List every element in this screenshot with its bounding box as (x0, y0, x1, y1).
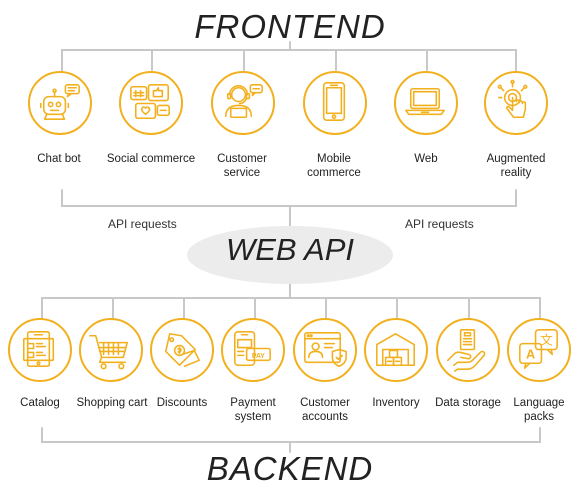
shopping-cart-node (79, 318, 143, 382)
web-api-title: WEB API (225, 232, 355, 267)
backend-title: BACKEND (206, 450, 374, 487)
discounts-label: Discounts (156, 397, 208, 409)
payment-system-node: PAY (221, 318, 285, 382)
frontend-title: FRONTEND (194, 8, 386, 45)
mobile-commerce-node (303, 71, 367, 135)
customer-accounts-node (293, 318, 357, 382)
web-label: Web (414, 153, 438, 165)
customer-accounts-icon (304, 331, 347, 368)
social-commerce-node (119, 71, 183, 135)
api-requests-label-left: API requests (108, 217, 177, 231)
catalog-node (8, 318, 72, 382)
svg-text:A: A (526, 346, 535, 361)
customer-service-icon (224, 84, 263, 119)
language-icon: 文 A (519, 329, 558, 369)
catalog-icon (22, 331, 55, 368)
catalog-label: Catalog (20, 397, 60, 409)
svg-text:PAY: PAY (252, 353, 265, 360)
api-requests-label-right: API requests (405, 217, 474, 231)
laptop-icon (405, 87, 445, 116)
inventory-label: Inventory (372, 397, 420, 409)
social-commerce-label: Social commerce (106, 153, 196, 165)
warehouse-icon (376, 332, 415, 367)
shopping-cart-label: Shopping cart (76, 397, 148, 409)
chatbot-icon (40, 84, 80, 121)
social-commerce-icon (130, 84, 170, 120)
language-packs-node: 文 A (507, 318, 571, 382)
ar-touch-icon (497, 79, 528, 119)
svg-text:文: 文 (540, 334, 553, 349)
chatbot-node (28, 71, 92, 135)
customer-service-node (211, 71, 275, 135)
chatbot-label: Chat bot (37, 153, 81, 165)
inventory-node (364, 318, 428, 382)
mobile-icon (322, 82, 346, 121)
web-node (394, 71, 458, 135)
discount-tag-icon (164, 332, 200, 368)
data-storage-node (436, 318, 500, 382)
payment-icon: PAY (234, 331, 271, 367)
shopping-cart-icon (89, 334, 129, 370)
data-storage-label: Data storage (435, 397, 501, 409)
discounts-node (150, 318, 214, 382)
data-storage-icon (447, 329, 486, 372)
web-api-ellipse (187, 226, 393, 284)
augmented-reality-node (484, 71, 548, 135)
